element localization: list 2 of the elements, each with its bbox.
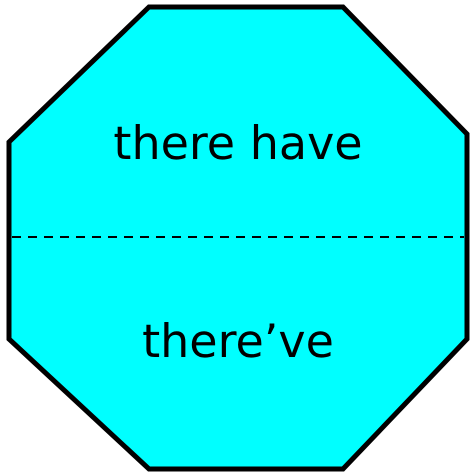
node-text: there have xyxy=(113,116,363,170)
node-text: there’ve xyxy=(142,314,334,368)
